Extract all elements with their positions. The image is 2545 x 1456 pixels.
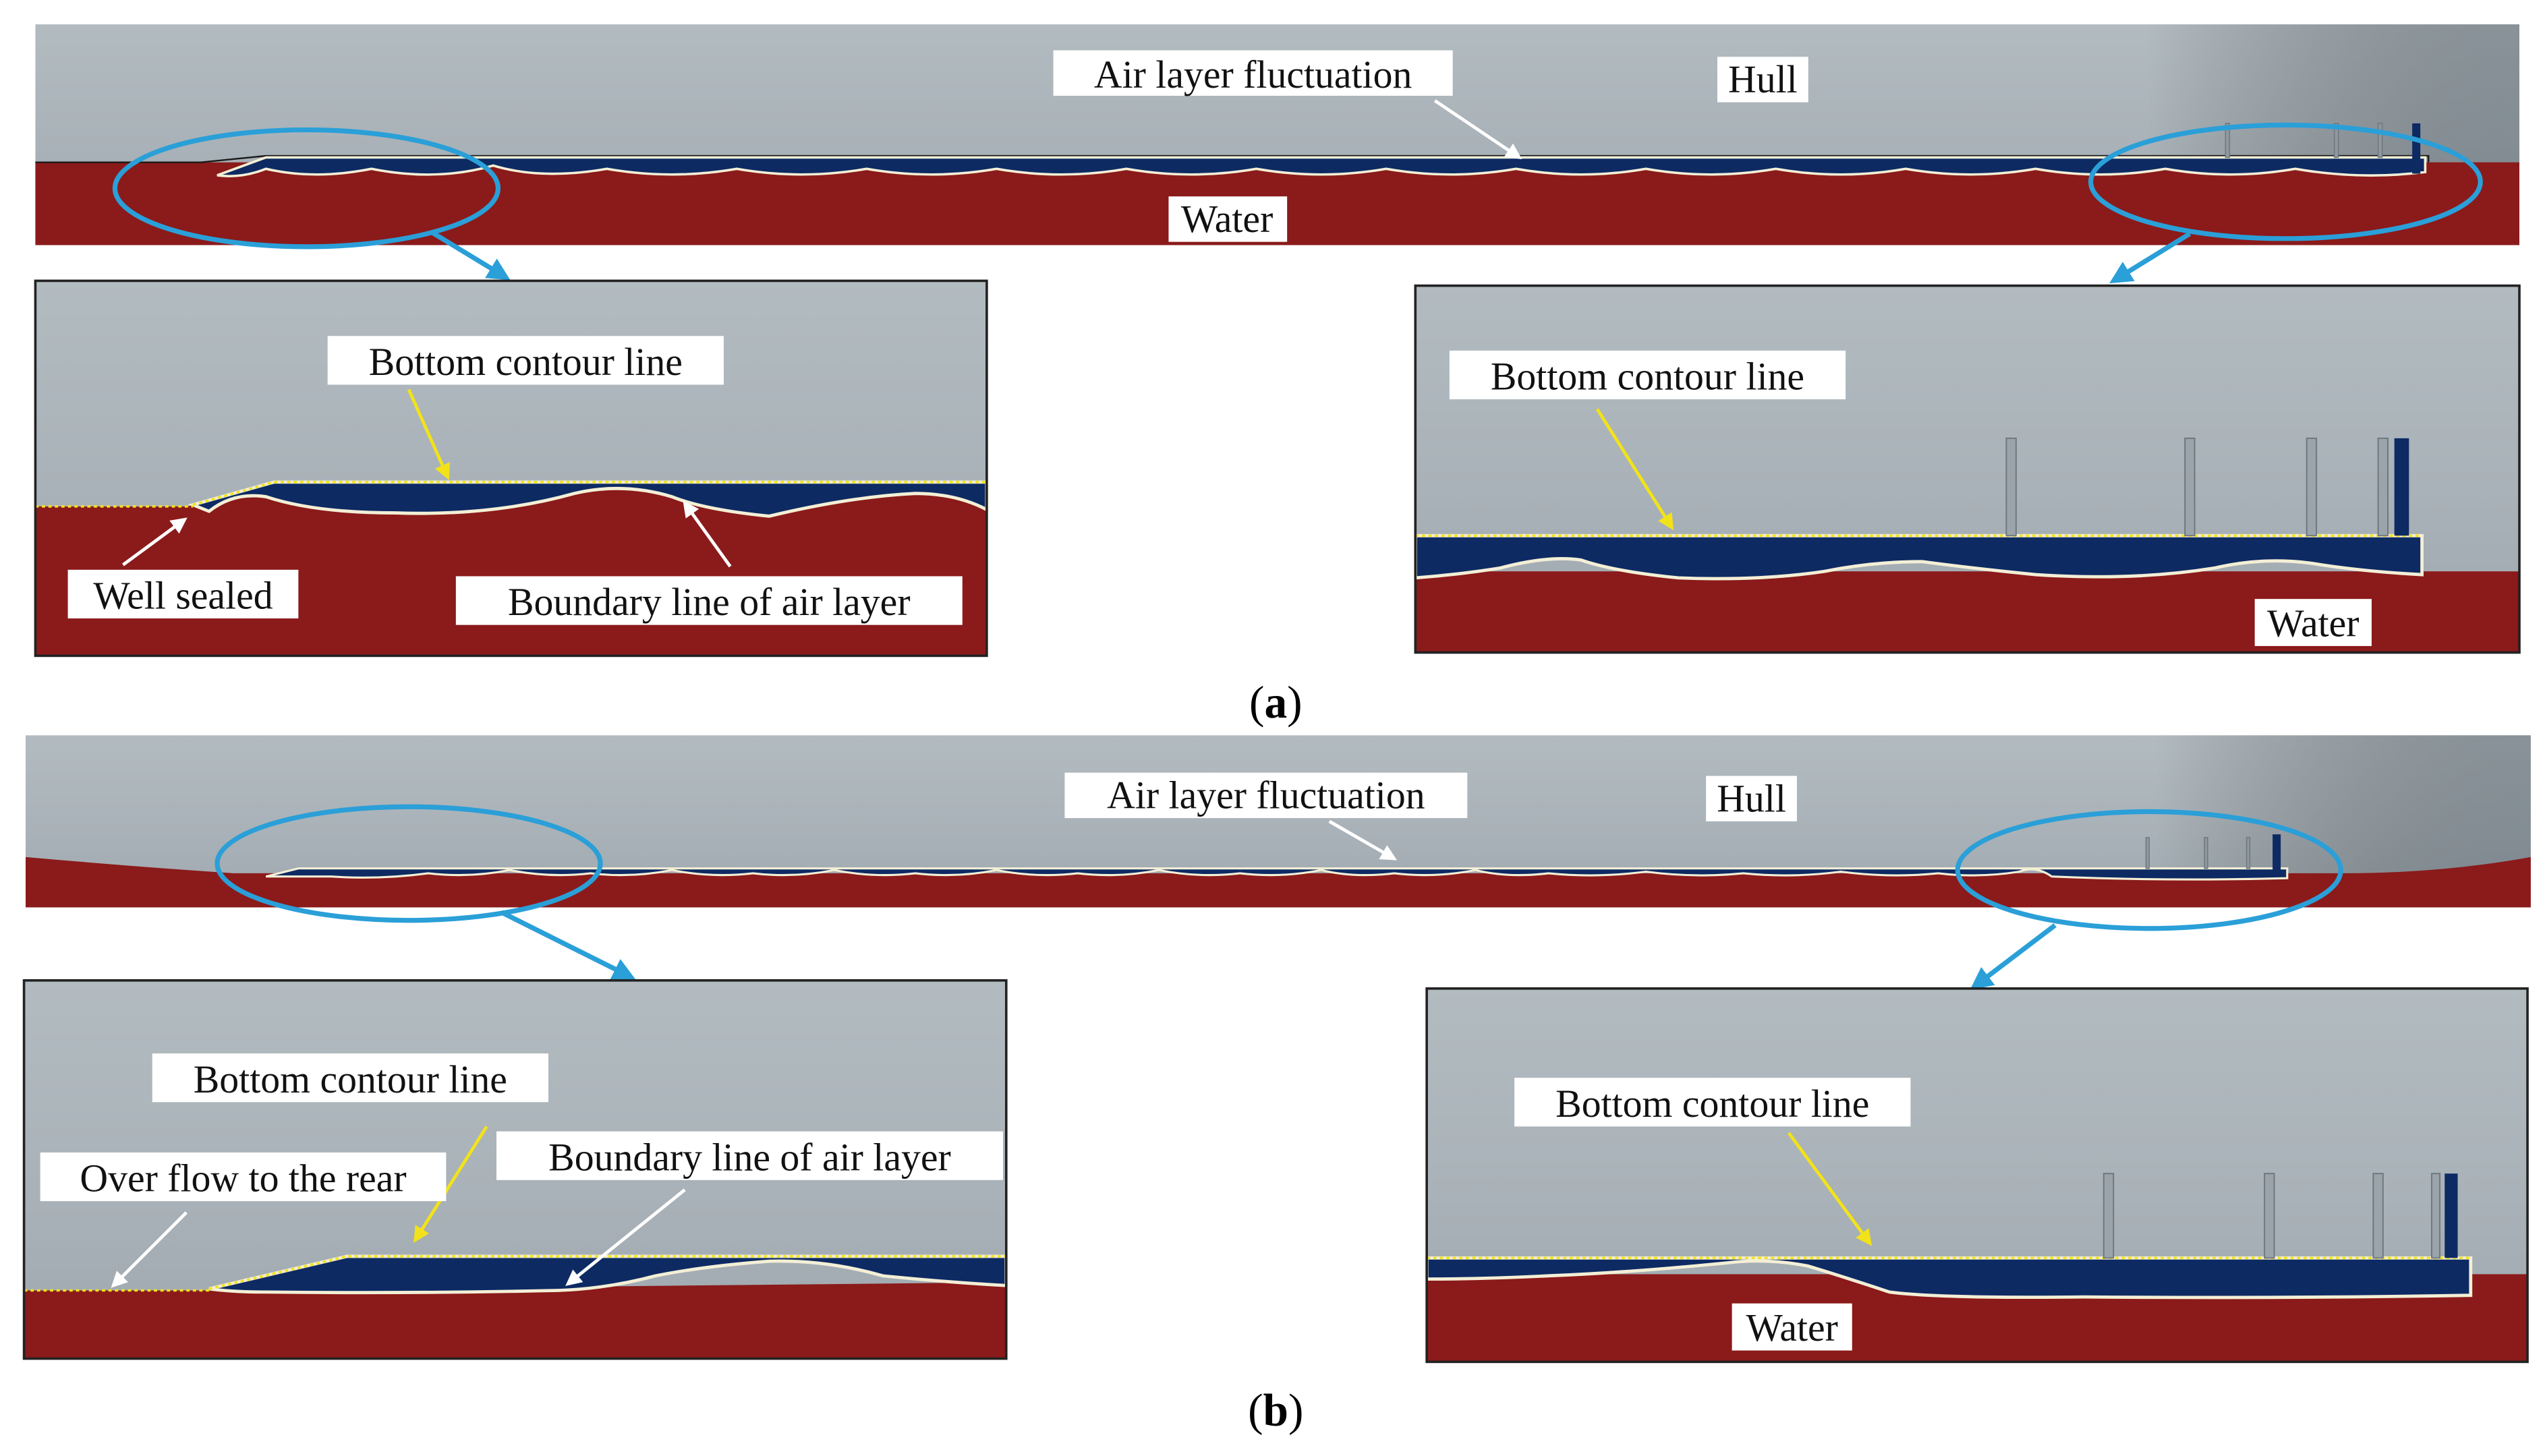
hull-bottom-line <box>35 154 2430 163</box>
water-region <box>25 856 2531 908</box>
label-water: Water <box>1181 198 1273 241</box>
zoom-ellipse-left <box>112 127 501 250</box>
connector-arrow <box>500 910 636 980</box>
panel-b-right-zoom: Bottom contour line Water <box>1425 987 2529 1364</box>
panel-b-overview: Air layer fluctuation Hull <box>25 735 2531 931</box>
zoom-frame <box>1425 987 2529 1364</box>
label-over-flow: Over flow to the rear <box>80 1158 406 1200</box>
strut-group <box>2005 437 2389 537</box>
zoom-ellipse-right <box>1955 809 2343 931</box>
caption-b: (b) <box>1248 1385 1303 1435</box>
strut-group <box>2145 837 2251 869</box>
contour-arrow <box>407 388 450 481</box>
contour-arrow <box>1595 408 1674 531</box>
label-bottom-contour: Bottom contour line <box>1555 1083 1869 1126</box>
strut <box>2431 1173 2441 1259</box>
connector-arrow <box>2109 231 2192 284</box>
bottom-contour-line <box>192 481 987 506</box>
contour-arrow <box>413 1126 488 1243</box>
label-box <box>40 1152 447 1202</box>
panel-a-right-zoom: Bottom contour line Water <box>1413 284 2521 654</box>
air-layer <box>1425 1256 2473 1300</box>
bottom-contour-line <box>208 1255 1006 1290</box>
label-hull: Hull <box>1728 59 1798 101</box>
label-box <box>1053 50 1453 96</box>
air-inlet <box>2272 834 2281 875</box>
air-layer <box>1413 533 2424 581</box>
water-region <box>24 1282 1006 1359</box>
fluctuation-arrow <box>1433 99 1522 160</box>
air-layer <box>217 156 2427 177</box>
strut <box>2145 837 2150 869</box>
label-boundary: Boundary line of air layer <box>508 581 911 624</box>
zoom-ellipse-left <box>215 804 603 923</box>
label-box <box>1732 1303 1852 1351</box>
label-air-fluctuation: Air layer fluctuation <box>1094 54 1412 96</box>
label-boundary: Boundary line of air layer <box>548 1136 951 1179</box>
label-hull: Hull <box>1717 778 1786 820</box>
strut <box>2377 437 2389 537</box>
strut <box>2333 123 2339 158</box>
caption-a: (a) <box>1249 677 1303 728</box>
zoom-frame <box>34 279 988 658</box>
panel-a-overview: Air layer fluctuation Hull Water <box>35 24 2520 250</box>
contour-arrow <box>1787 1132 1872 1246</box>
label-water: Water <box>1746 1307 1837 1349</box>
overflow-arrow <box>111 1211 188 1288</box>
zoom-frame <box>1414 284 2521 654</box>
label-box <box>2254 599 2372 646</box>
label-bottom-contour: Bottom contour line <box>194 1059 507 1101</box>
connector-arrow <box>1970 923 2057 990</box>
label-box <box>1168 196 1288 242</box>
panel-b: Air layer fluctuation Hull Bottom contou… <box>22 735 2531 1435</box>
label-bottom-contour: Bottom contour line <box>1491 356 1804 399</box>
boundary-arrow <box>683 500 732 568</box>
strut <box>2246 837 2251 869</box>
air-layer <box>188 480 989 518</box>
boundary-arrow <box>565 1188 686 1286</box>
air-layer <box>265 867 2289 881</box>
strut <box>2184 437 2196 537</box>
label-box <box>1064 772 1468 819</box>
strut <box>2225 123 2231 158</box>
panel-b-left-zoom: Bottom contour line Over flow to the rea… <box>22 979 1008 1360</box>
strut <box>2103 1173 2115 1259</box>
connector-arrow <box>430 230 511 281</box>
label-box <box>1449 350 1846 400</box>
water-region <box>35 484 987 656</box>
panel-a-left-zoom: Bottom contour line Well sealed Boundary… <box>34 279 989 658</box>
label-bottom-contour: Bottom contour line <box>369 341 683 384</box>
label-air-fluctuation: Air layer fluctuation <box>1107 775 1425 817</box>
label-box <box>455 576 963 625</box>
strut-group <box>2225 123 2383 158</box>
label-box <box>327 336 724 385</box>
sealed-arrow <box>121 517 188 566</box>
strut <box>2306 437 2318 537</box>
panel-a: Air layer fluctuation Hull Water Bottom … <box>34 24 2521 728</box>
strut-group <box>2103 1173 2441 1259</box>
label-box <box>496 1131 1003 1180</box>
air-inlet <box>2444 1173 2458 1258</box>
strut <box>2377 123 2383 158</box>
strut <box>2005 437 2017 537</box>
strut <box>2372 1173 2384 1259</box>
strut <box>2264 1173 2275 1259</box>
label-box <box>152 1053 549 1103</box>
zoom-frame <box>22 979 1008 1360</box>
fluctuation-arrow <box>1328 819 1398 861</box>
air-layer <box>208 1254 1008 1295</box>
label-box <box>1717 57 1808 103</box>
label-box <box>1514 1078 1911 1127</box>
air-inlet <box>2412 123 2421 174</box>
label-water: Water <box>2267 603 2359 645</box>
label-box <box>1706 776 1797 821</box>
strut <box>2204 837 2208 869</box>
label-well-sealed: Well sealed <box>93 575 273 618</box>
zoom-ellipse-right <box>2088 122 2483 241</box>
label-box <box>67 569 299 619</box>
air-inlet <box>2394 438 2409 536</box>
